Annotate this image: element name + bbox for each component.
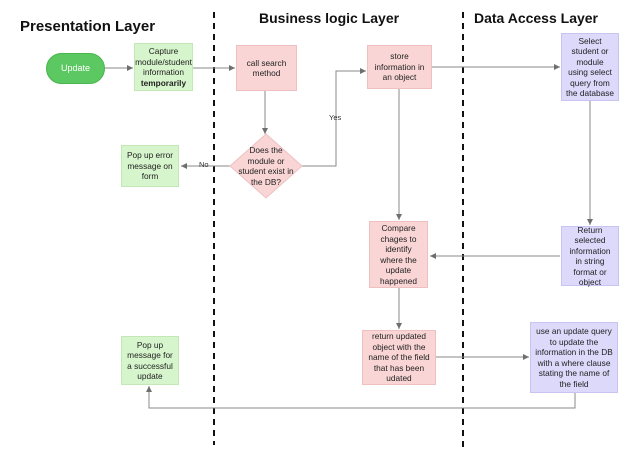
- return-updated-node: return updated object with the name of t…: [362, 330, 436, 385]
- call-search-node: call search method: [236, 45, 297, 91]
- popup-success-node: Pop up message for a successful update: [121, 336, 179, 385]
- capture-info-text: Capture module/student information: [135, 46, 192, 77]
- edge-decision-store: [302, 68, 366, 167]
- capture-info-bold: temporarily: [140, 77, 187, 88]
- update-node[interactable]: Update: [46, 53, 105, 84]
- popup-error-node: Pop up error message on form: [121, 145, 179, 187]
- decision-text: Does the module or student exist in the …: [238, 145, 294, 187]
- select-query-node: Select student or module using select qu…: [561, 33, 619, 101]
- update-query-node: use an update query to update the inform…: [530, 322, 618, 393]
- decision-diamond: [229, 133, 303, 199]
- return-selected-node: Return selected information in string fo…: [561, 225, 619, 287]
- yes-label: Yes: [329, 113, 342, 122]
- no-label: No: [199, 160, 209, 169]
- presentation-layer-title: Presentation Layer: [20, 18, 156, 35]
- store-info-node: store information in an object: [367, 45, 432, 89]
- data-access-layer-title: Data Access Layer: [474, 10, 599, 26]
- edge-query-success: [146, 386, 576, 409]
- compare-changes-node: Compare chages to identify where the upd…: [369, 221, 428, 288]
- capture-info-node: Capture module/student information tempo…: [134, 43, 193, 91]
- business-layer-title: Business logic Layer: [259, 10, 400, 26]
